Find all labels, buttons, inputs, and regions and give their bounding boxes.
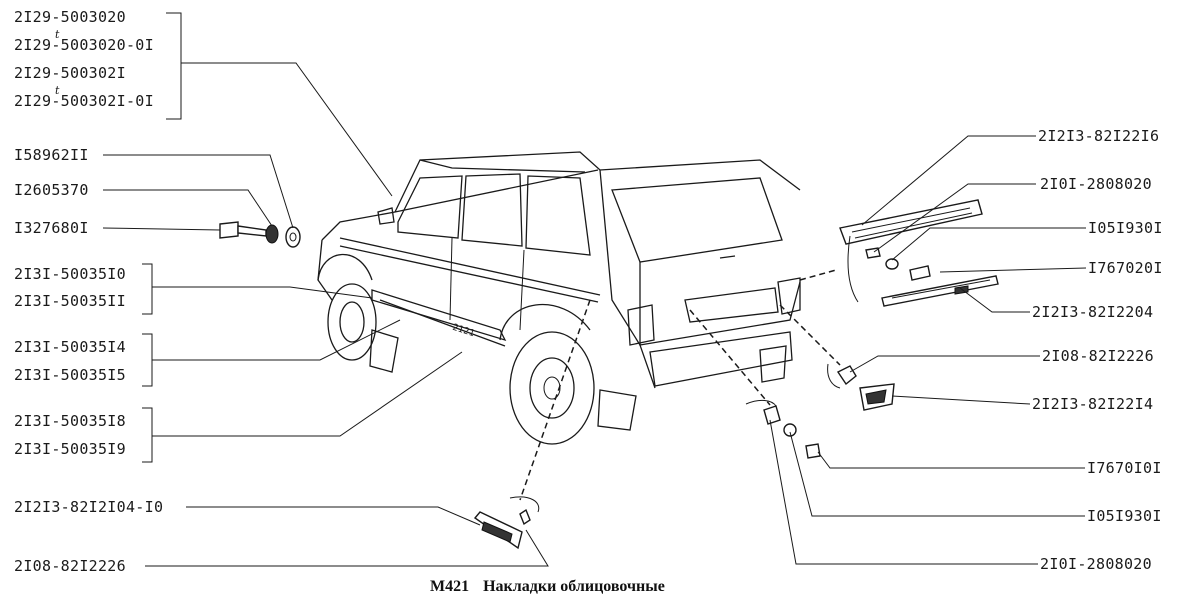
rear-clip-part: [827, 363, 895, 411]
figure-title: Накладки облицовочные: [483, 578, 665, 595]
part-label: 2I3I-50035I0: [14, 265, 126, 283]
part-label: 2I0I-2808020: [1040, 555, 1152, 573]
part-label: 2I3I-50035I8: [14, 412, 126, 430]
superscript-mark: t: [55, 28, 60, 41]
part-label: 2I08-82I2226: [14, 557, 126, 575]
part-label: 2I3I-50035I4: [14, 338, 126, 356]
part-label: 2I3I-50035I9: [14, 440, 126, 458]
bolt-assembly: [219, 221, 301, 248]
part-label: 2I2I3-82I2204: [1032, 303, 1154, 321]
part-label: 2I2I3-82I2I04-I0: [14, 498, 164, 516]
part-label: 2I29-500302I-0I: [14, 92, 154, 110]
part-label: 2I3I-50035II: [14, 292, 126, 310]
rear-small-parts: [745, 399, 821, 459]
part-label: 2I08-82I2226: [1042, 347, 1154, 365]
part-label: 2I0I-2808020: [1040, 175, 1152, 193]
part-label: I58962II: [14, 146, 89, 164]
rear-emblem-bar: [839, 199, 983, 303]
nameplate-strip: [881, 275, 999, 307]
part-label: I327680I: [14, 219, 89, 237]
superscript-mark: t: [55, 84, 60, 97]
part-label: I05I930I: [1088, 219, 1163, 237]
part-label: 2I29-500302I: [14, 64, 126, 82]
part-label: I05I930I: [1087, 507, 1162, 525]
part-label: 2I2I3-82I22I6: [1038, 127, 1160, 145]
part-label: I7670I0I: [1087, 459, 1162, 477]
side-emblem-part: [473, 496, 540, 550]
leader-lines: [102, 12, 1087, 567]
part-label: 2I29-5003020-0I: [14, 36, 154, 54]
figure-caption: M421 Накладки облицовочные: [430, 578, 679, 596]
part-label: I767020I: [1088, 259, 1163, 277]
part-label: 2I2I3-82I22I4: [1032, 395, 1154, 413]
part-label: 2I29-5003020: [14, 8, 126, 26]
part-label: I2605370: [14, 181, 89, 199]
part-label: 2I3I-50035I5: [14, 366, 126, 384]
car-body: [317, 151, 801, 445]
figure-code: M421: [430, 578, 470, 595]
